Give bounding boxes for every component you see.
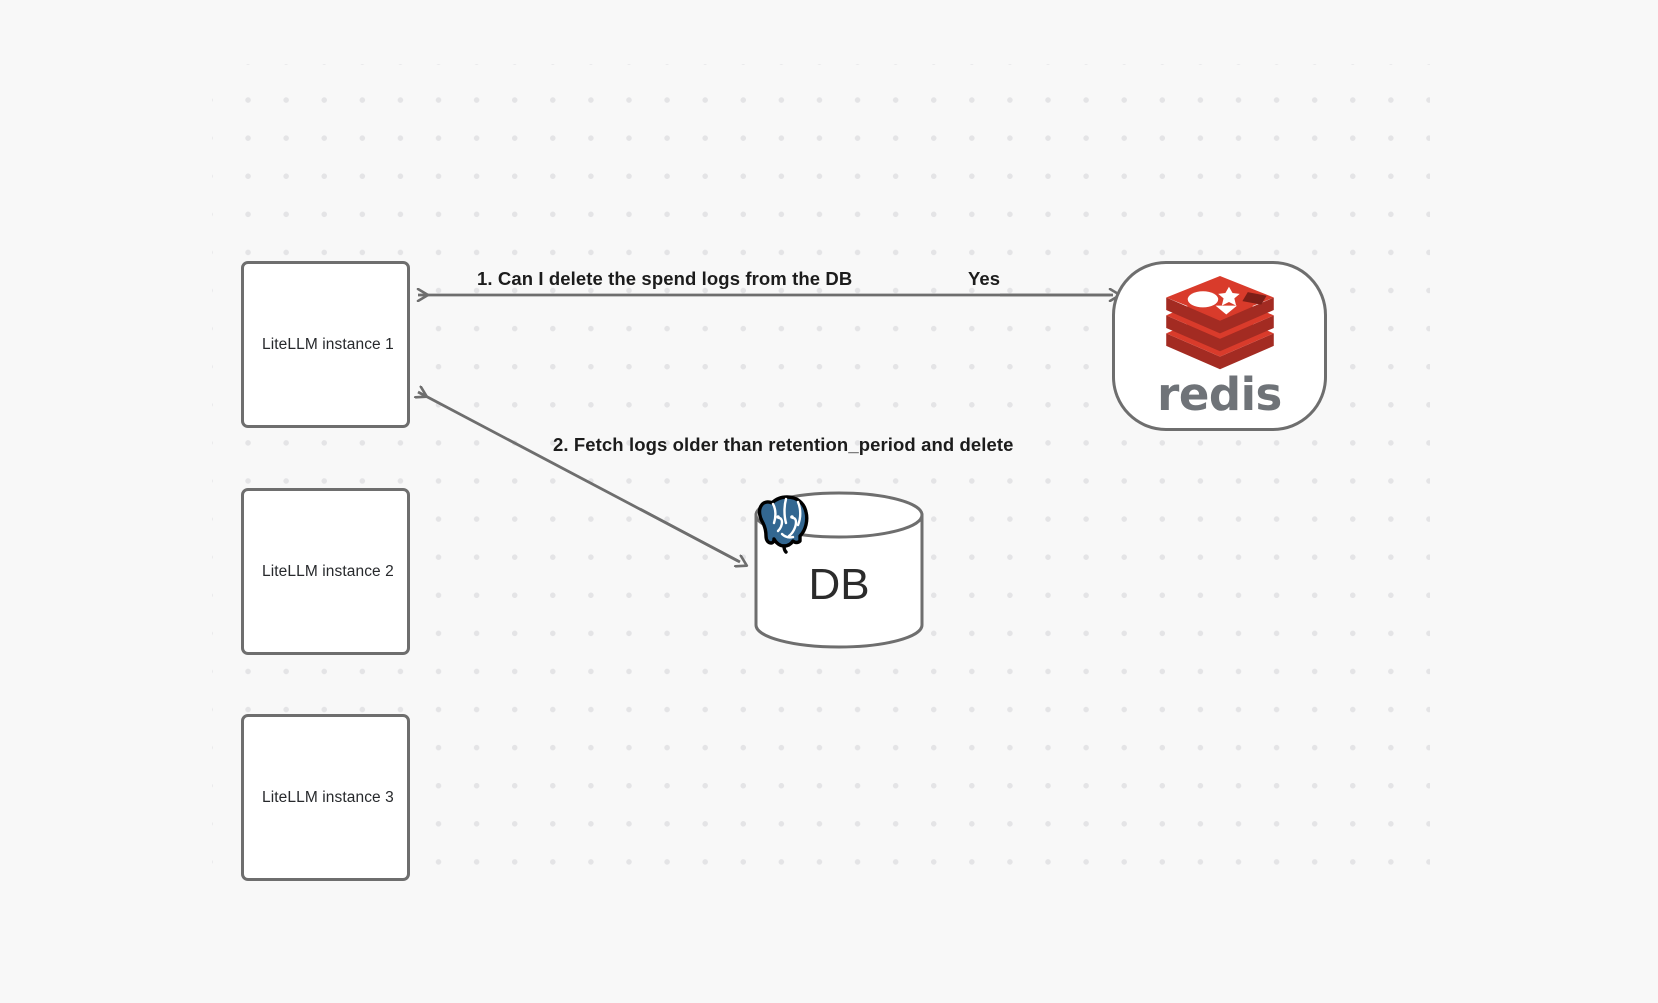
node-litellm-instance-1[interactable]: LiteLLM instance 1 bbox=[241, 261, 410, 428]
edge-label-yes: Yes bbox=[968, 268, 1001, 289]
edge-label-step-2: 2. Fetch logs older than retention_perio… bbox=[553, 434, 1014, 455]
database-label: DB bbox=[808, 560, 870, 609]
node-litellm-instance-2[interactable]: LiteLLM instance 2 bbox=[241, 488, 410, 655]
redis-wordmark: redis bbox=[1157, 367, 1282, 421]
node-litellm-instance-3[interactable]: LiteLLM instance 3 bbox=[241, 714, 410, 881]
node-label-instance-2: LiteLLM instance 2 bbox=[262, 562, 394, 580]
node-label-instance-1: LiteLLM instance 1 bbox=[262, 335, 394, 353]
edge-database-arrowhead bbox=[639, 507, 738, 561]
redis-logo-icon bbox=[1165, 275, 1274, 369]
node-redis[interactable]: redis bbox=[1112, 261, 1327, 431]
node-database[interactable]: DB bbox=[753, 490, 925, 650]
node-label-instance-3: LiteLLM instance 3 bbox=[262, 788, 394, 806]
edge-label-step-1: 1. Can I delete the spend logs from the … bbox=[477, 268, 853, 289]
edge-instance1-to-database bbox=[418, 392, 741, 564]
postgresql-elephant-icon bbox=[757, 495, 809, 554]
